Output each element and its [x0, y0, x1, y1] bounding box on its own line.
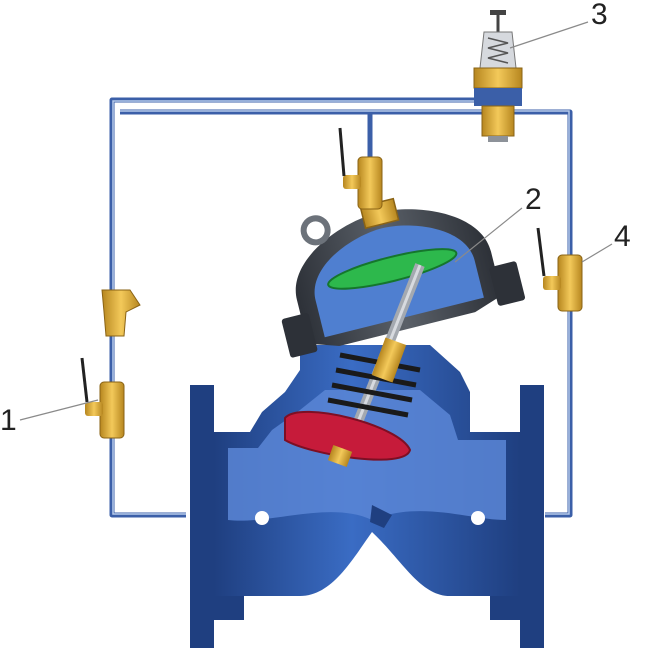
bolt-left [281, 313, 318, 358]
tubing-top-inner [120, 109, 573, 518]
bolt-right [489, 261, 525, 306]
pilot-spring [487, 37, 509, 64]
callout-4: 4 [614, 220, 631, 253]
diaphragm [327, 248, 458, 290]
lifting-eye [300, 215, 331, 246]
callout-1: 1 [0, 404, 17, 437]
ball-valve-4 [536, 227, 583, 312]
ball-valve-1 [80, 357, 125, 439]
flange-right [520, 385, 544, 648]
ball-valve-4-handle[interactable] [536, 227, 546, 277]
disc-nut [327, 445, 353, 467]
stem-assembly [284, 263, 425, 467]
ball-valve-top-handle[interactable] [338, 127, 346, 177]
ball-valve-1-handle[interactable] [80, 357, 89, 403]
flange-left [190, 385, 214, 648]
foot-right [490, 596, 544, 648]
pilot-valve-3 [473, 10, 523, 142]
leader-lines [19, 21, 613, 421]
ball-valve-top [338, 127, 383, 210]
valve-bonnet [281, 197, 525, 358]
seat-disc [284, 410, 412, 461]
leader-2 [454, 207, 523, 263]
leader-1 [19, 399, 99, 421]
leader-3 [509, 21, 589, 49]
partition-rib [370, 505, 392, 528]
y-strainer [101, 289, 141, 337]
port-hole-left [255, 511, 269, 525]
foot-left [190, 596, 244, 648]
stem-guide [371, 337, 407, 383]
callout-3: 3 [591, 0, 608, 31]
port-hole-right [471, 511, 485, 525]
leader-4 [581, 243, 613, 263]
callout-2: 2 [525, 183, 542, 216]
